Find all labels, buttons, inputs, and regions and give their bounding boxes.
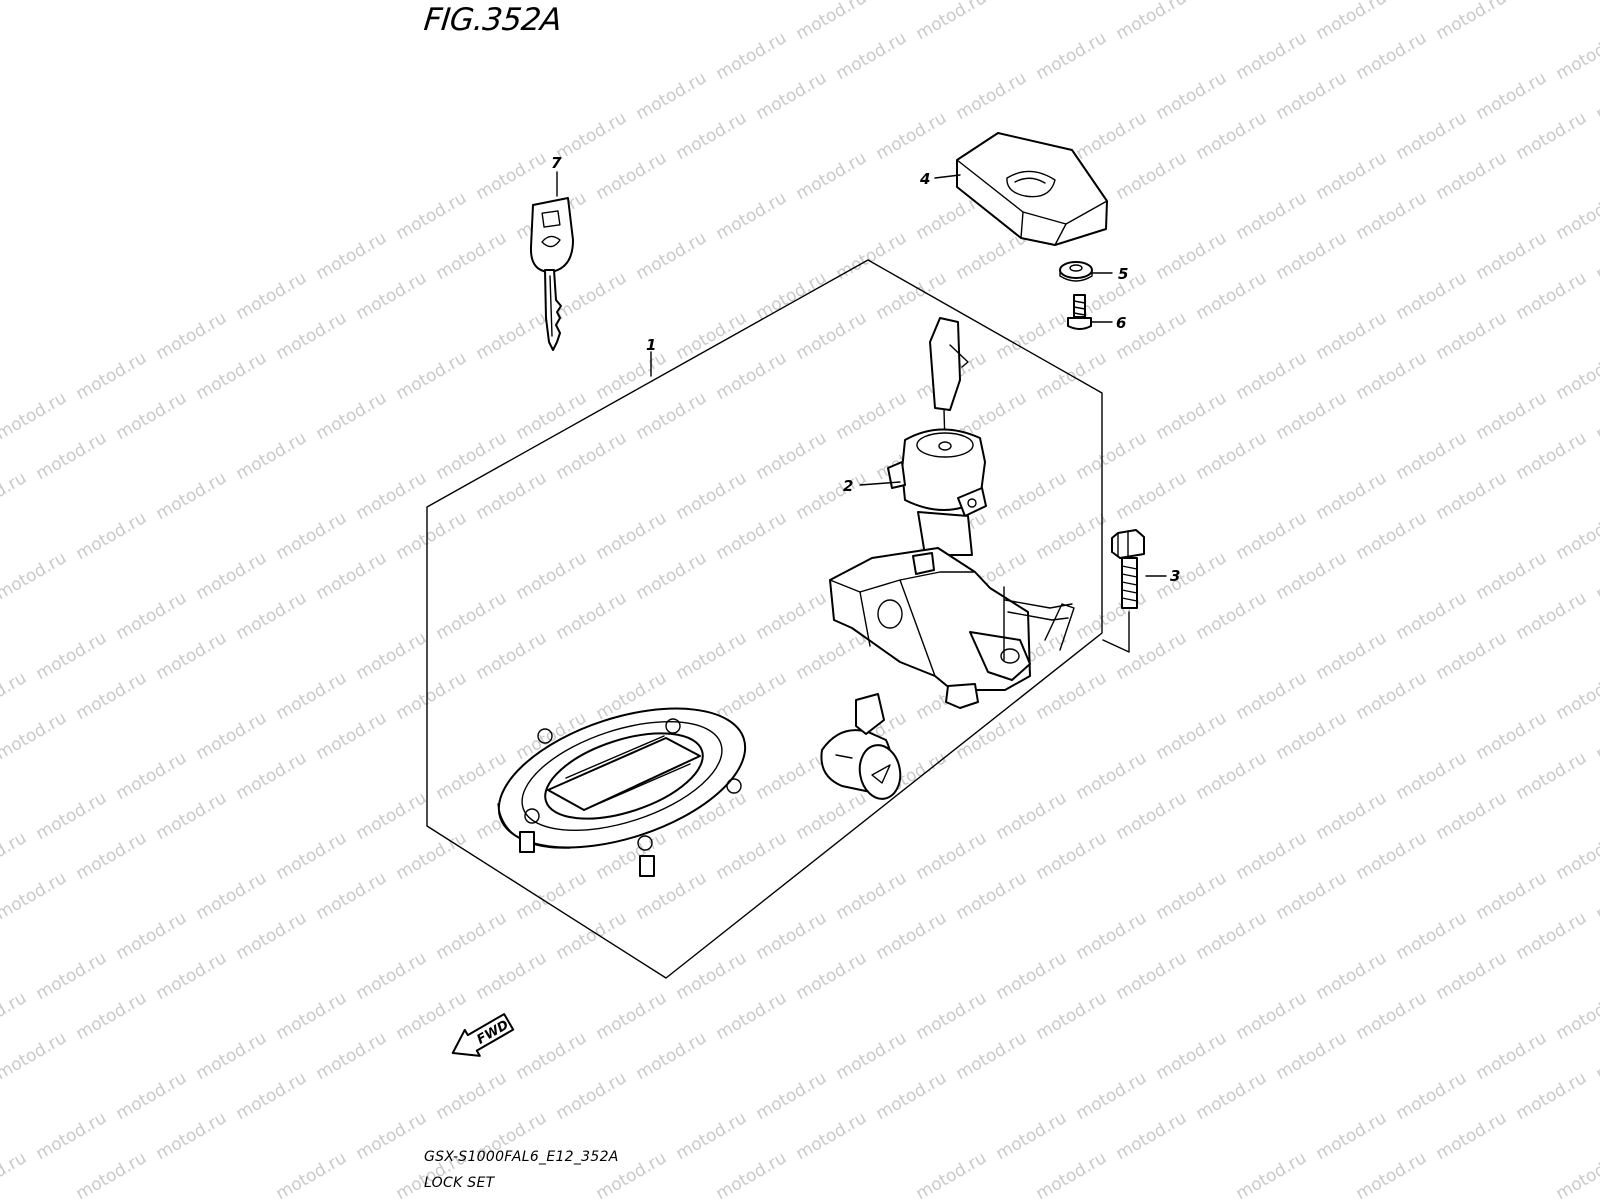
callout-3: 3 [1170,567,1180,585]
leader-line-4 [934,174,961,179]
security-bolt-part [1102,529,1145,653]
blank-key-part [529,197,574,351]
leader-line-2 [859,481,901,486]
figure-name: LOCK SET [424,1175,495,1191]
fuel-cap-ring-part [497,707,747,877]
callout-4: 4 [919,170,930,188]
callout-5: 5 [1118,265,1128,283]
callout-1: 1 [646,336,656,354]
callout-2: 2 [843,477,853,495]
seat-lock-cylinder-part [820,693,902,800]
callout-6: 6 [1116,314,1126,332]
screw-part [1067,294,1092,330]
figure-code: GSX-S1000FAL6_E12_352A [424,1149,619,1165]
switch-cover-part [956,132,1108,246]
washer-part [1059,261,1093,282]
fwd-direction-arrow: FWD [451,1013,515,1057]
assembly-boundary-box [426,259,1103,979]
callout-7: 7 [551,154,562,172]
ignition-switch-part [829,317,1075,709]
